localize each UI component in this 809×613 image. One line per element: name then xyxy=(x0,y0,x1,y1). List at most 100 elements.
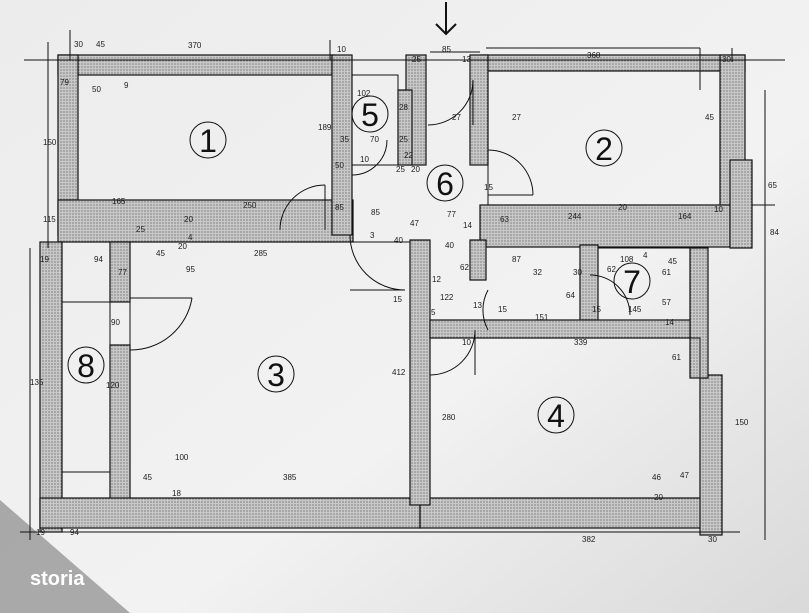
dim-label: 244 xyxy=(568,212,582,221)
dim-label: 3 xyxy=(370,231,375,240)
entrance-arrow-icon xyxy=(435,2,457,36)
dim-label: 79 xyxy=(60,78,69,87)
room-labels: 1 2 3 4 5 6 7 8 xyxy=(67,95,651,434)
svg-text:1: 1 xyxy=(199,123,217,159)
dim-label: 32 xyxy=(533,268,542,277)
room-outlines xyxy=(20,30,785,540)
room-8-label: 8 xyxy=(67,346,105,384)
dim-label: 45 xyxy=(705,113,714,122)
svg-text:4: 4 xyxy=(547,398,565,434)
dim-label: 95 xyxy=(186,265,195,274)
dim-label: 20 xyxy=(654,493,663,502)
dim-label: 370 xyxy=(188,41,202,50)
watermark-logo: storia xyxy=(30,568,85,590)
dim-label: 108 xyxy=(620,255,634,264)
room-4-label: 4 xyxy=(537,396,575,434)
dim-label: 40 xyxy=(394,236,403,245)
dim-label: 30 xyxy=(722,55,731,64)
dim-label: 47 xyxy=(410,219,419,228)
dim-label: 15 xyxy=(484,183,493,192)
dim-label: 64 xyxy=(566,291,575,300)
dim-label: 61 xyxy=(672,353,681,362)
dim-label: 45 xyxy=(143,473,152,482)
dim-label: 115 xyxy=(43,215,56,224)
dim-label: 151 xyxy=(535,313,549,322)
dim-label: 150 xyxy=(43,138,57,147)
dim-label: 85 xyxy=(335,203,344,212)
dim-label: 85 xyxy=(442,45,451,54)
dim-label: 100 xyxy=(175,453,189,462)
dimension-labels: 30 45 370 10 85 25 13 368 30 79 50 9 102… xyxy=(30,40,779,544)
dim-label: 368 xyxy=(587,51,601,60)
dim-label: 57 xyxy=(662,298,671,307)
dim-label: 18 xyxy=(172,489,181,498)
svg-text:2: 2 xyxy=(595,131,613,167)
dim-label: 13 xyxy=(473,301,482,310)
svg-text:6: 6 xyxy=(436,166,454,202)
dim-label: 20 xyxy=(178,242,187,251)
dim-label: 62 xyxy=(607,265,616,274)
dim-label: 20 xyxy=(184,215,193,224)
dim-label: 4 xyxy=(188,233,193,242)
dim-label: 5 xyxy=(431,308,436,317)
dim-label: 15 xyxy=(393,295,402,304)
room-5-label: 5 xyxy=(351,95,389,133)
dim-label: 10 xyxy=(462,338,471,347)
dim-label: 19 xyxy=(36,528,45,537)
dim-label: 61 xyxy=(662,268,671,277)
dim-label: 122 xyxy=(440,293,454,302)
dim-label: 135 xyxy=(30,378,44,387)
dim-label: 14 xyxy=(665,318,674,327)
room-6-label: 6 xyxy=(426,164,464,202)
dim-label: 339 xyxy=(574,338,588,347)
shadow-corner xyxy=(0,500,130,613)
dim-label: 35 xyxy=(340,135,349,144)
dim-label: 14 xyxy=(463,221,472,230)
dim-label: 19 xyxy=(40,255,49,264)
dim-label: 47 xyxy=(680,471,689,480)
dim-label: 102 xyxy=(357,89,371,98)
dim-label: 4 xyxy=(643,251,648,260)
door-swings xyxy=(129,79,631,376)
dim-label: 20 xyxy=(411,165,420,174)
dim-label: 40 xyxy=(445,241,454,250)
dim-label: 20 xyxy=(618,203,627,212)
dim-label: 25 xyxy=(136,225,145,234)
dim-label: 120 xyxy=(106,381,120,390)
dim-label: 10 xyxy=(337,45,346,54)
svg-text:8: 8 xyxy=(77,348,95,384)
dim-label: 285 xyxy=(254,249,268,258)
dim-label: 27 xyxy=(512,113,521,122)
dim-label: 250 xyxy=(243,201,257,210)
dim-label: 13 xyxy=(462,55,471,64)
dim-label: 25 xyxy=(399,135,408,144)
dim-label: 45 xyxy=(156,249,165,258)
dim-label: 63 xyxy=(500,215,509,224)
dim-label: 85 xyxy=(371,208,380,217)
dim-label: 50 xyxy=(92,85,101,94)
dim-label: 27 xyxy=(452,113,461,122)
svg-text:3: 3 xyxy=(267,357,285,393)
dim-label: 15 xyxy=(592,305,601,314)
walls xyxy=(39,54,753,536)
dim-label: 77 xyxy=(447,210,456,219)
dim-label: 65 xyxy=(768,181,777,190)
svg-text:5: 5 xyxy=(361,97,379,133)
room-3-label: 3 xyxy=(257,355,295,393)
room-7-label: 7 xyxy=(613,262,651,300)
dim-label: 84 xyxy=(770,228,779,237)
dim-label: 45 xyxy=(96,40,105,49)
dim-label: 25 xyxy=(412,55,421,64)
dim-label: 30 xyxy=(573,268,582,277)
dim-label: 70 xyxy=(370,135,379,144)
dim-label: 30 xyxy=(74,40,83,49)
dim-label: 94 xyxy=(70,528,79,537)
dim-label: 412 xyxy=(392,368,406,377)
dim-label: 50 xyxy=(335,161,344,170)
dim-label: 145 xyxy=(628,305,642,314)
dim-label: 150 xyxy=(735,418,749,427)
dim-label: 280 xyxy=(442,413,456,422)
dim-label: 165 xyxy=(112,197,126,206)
